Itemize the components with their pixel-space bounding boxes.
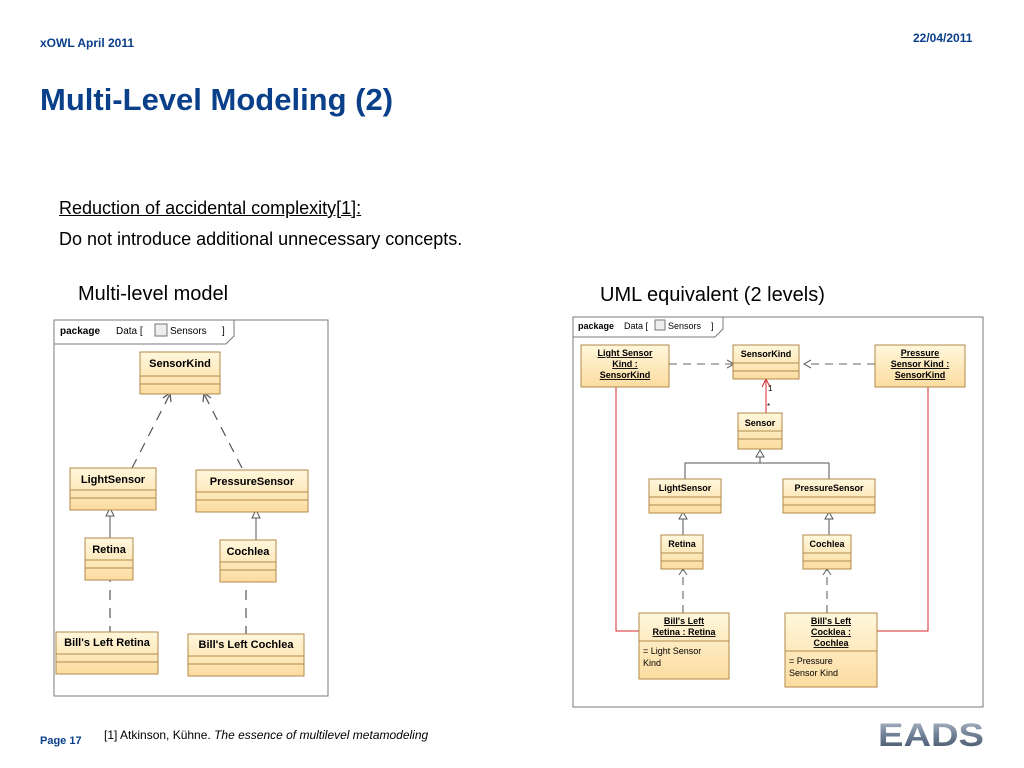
box-bills-left-cochlea-label: Bill's Left Cochlea	[199, 639, 295, 651]
bills-left-retina-attr1: = Light Sensor	[643, 646, 701, 656]
bills-left-retina-line1: Bill's Left	[664, 616, 704, 626]
light-sensor-kind-line1: Light Sensor	[597, 348, 652, 358]
diagram-icon	[654, 319, 666, 331]
box-retina: Retina	[84, 537, 134, 581]
package-close: ]	[222, 326, 225, 337]
page-number: Page 17	[40, 735, 82, 747]
footnote-prefix: [1] Atkinson, Kühne.	[104, 728, 215, 742]
box-pressure-sensor-kind: Pressure Sensor Kind : SensorKind	[874, 344, 966, 388]
box-lightsensor: LightSensor	[648, 478, 722, 514]
package-label: Sensors	[668, 321, 702, 331]
multi-level-diagram: package Data [ Sensors ] SensorKind Ligh…	[53, 319, 329, 697]
box-bills-left-cochlea: Bill's Left Cochlea	[187, 633, 305, 677]
box-bills-left-retina: Bill's Left Retina	[55, 631, 159, 675]
box-sensorkind: SensorKind	[732, 344, 800, 380]
footnote: [1] Atkinson, Kühne. The essence of mult…	[104, 728, 428, 742]
eads-logo: EADS	[878, 717, 984, 750]
box-cochlea-label: Cochlea	[809, 539, 845, 549]
box-pressuresensor-label: PressureSensor	[210, 476, 295, 488]
box-sensor: Sensor	[737, 412, 783, 450]
multiplicity-one: 1	[768, 384, 773, 393]
package-name: Data [	[624, 321, 649, 331]
slide-title: Multi-Level Modeling (2)	[40, 82, 394, 117]
light-sensor-kind-line2: Kind :	[612, 359, 638, 369]
bills-left-cochlea-line3: Cochlea	[813, 638, 849, 648]
instance-links	[615, 377, 929, 632]
box-lightsensor-label: LightSensor	[659, 483, 712, 493]
footnote-title: The essence of multilevel metamodeling	[214, 728, 429, 742]
box-cochlea-label: Cochlea	[227, 546, 271, 558]
package-name: Data [	[116, 326, 143, 337]
box-bills-left-retina-label: Bill's Left Retina	[64, 637, 151, 649]
pressure-sensor-kind-line3: SensorKind	[895, 370, 946, 380]
box-sensorkind-label: SensorKind	[741, 349, 792, 359]
bills-left-retina-attr2: Kind	[643, 658, 661, 668]
box-cochlea: Cochlea	[219, 539, 277, 583]
bills-left-retina-line2: Retina : Retina	[652, 627, 716, 637]
subheading: Reduction of accidental complexity[1]:	[59, 198, 362, 218]
uml-equivalent-diagram: package Data [ Sensors ] 1 * Light Senso…	[572, 316, 984, 708]
diagram-icon	[154, 323, 168, 337]
package-tab	[572, 316, 724, 338]
box-sensorkind-label: SensorKind	[149, 358, 211, 370]
multiplicity-many: *	[767, 402, 770, 411]
box-bills-left-retina: Bill's Left Retina : Retina = Light Sens…	[638, 612, 730, 680]
box-lightsensor: LightSensor	[69, 467, 157, 511]
box-light-sensor-kind: Light Sensor Kind : SensorKind	[580, 344, 670, 388]
box-retina: Retina	[660, 534, 704, 570]
box-pressuresensor: PressureSensor	[195, 469, 309, 513]
package-tab	[53, 319, 235, 345]
package-keyword: package	[60, 326, 100, 337]
bills-left-cochlea-attr1: = Pressure	[789, 656, 833, 666]
header-left: xOWL April 2011	[40, 36, 135, 50]
box-sensorkind: SensorKind	[139, 351, 221, 395]
subtext: Do not introduce additional unnecessary …	[59, 229, 463, 249]
bills-left-cochlea-attr2: Sensor Kind	[789, 668, 838, 678]
box-cochlea: Cochlea	[802, 534, 852, 570]
light-sensor-kind-line3: SensorKind	[600, 370, 651, 380]
pressure-sensor-kind-line2: Sensor Kind :	[891, 359, 950, 369]
package-label: Sensors	[170, 326, 207, 337]
generalization-arrows	[105, 506, 261, 540]
pressure-sensor-kind-line1: Pressure	[901, 348, 940, 358]
bills-left-cochlea-line1: Bill's Left	[811, 616, 851, 626]
box-pressuresensor-label: PressureSensor	[794, 483, 864, 493]
box-retina-label: Retina	[668, 539, 697, 549]
box-pressuresensor: PressureSensor	[782, 478, 876, 514]
eads-logo-text: EADS	[878, 717, 984, 750]
box-retina-label: Retina	[92, 544, 127, 556]
right-caption: UML equivalent (2 levels)	[600, 284, 825, 306]
box-lightsensor-label: LightSensor	[81, 474, 146, 486]
box-sensor-label: Sensor	[745, 418, 776, 428]
box-bills-left-cochlea: Bill's Left Cocklea : Cochlea = Pressure…	[784, 612, 878, 688]
left-caption: Multi-level model	[78, 283, 229, 305]
bills-left-cochlea-line2: Cocklea :	[811, 627, 851, 637]
header-date: 22/04/2011	[913, 31, 973, 45]
package-close: ]	[711, 321, 714, 331]
package-keyword: package	[578, 321, 614, 331]
generalization-arrows	[678, 448, 834, 537]
